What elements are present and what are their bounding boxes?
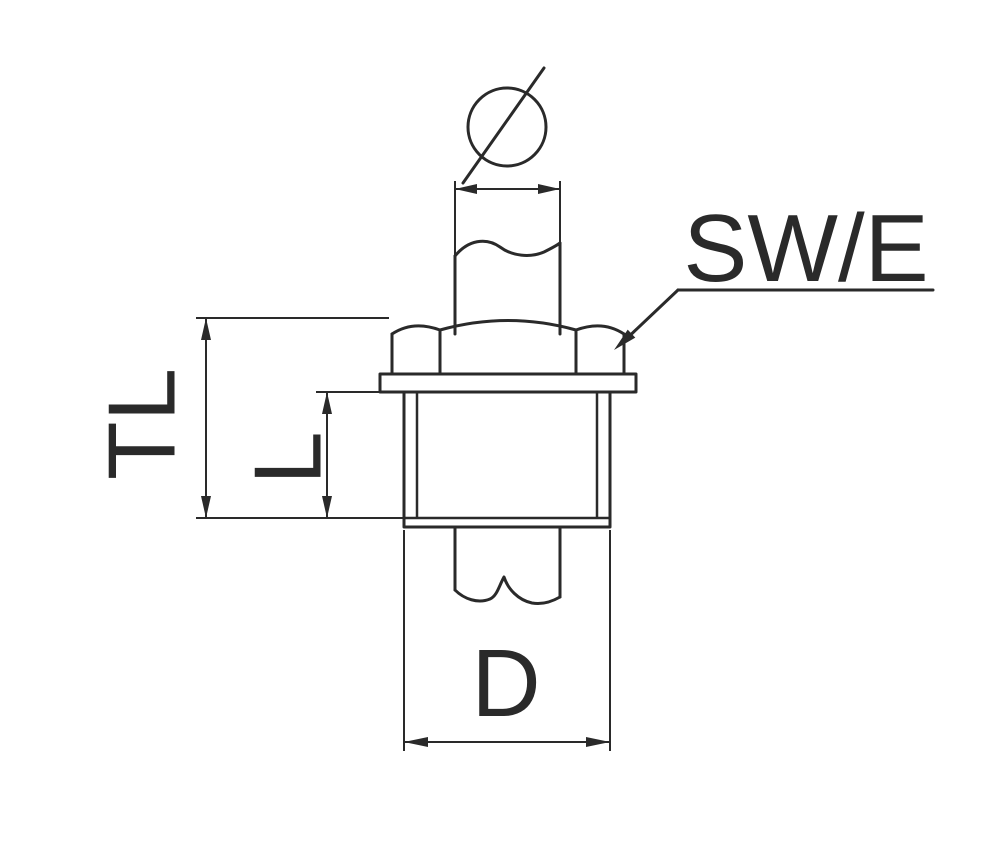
arrowhead-up bbox=[201, 318, 211, 340]
arrowhead-left bbox=[455, 184, 477, 194]
arrowhead-left bbox=[404, 737, 428, 747]
diameter-symbol-slash bbox=[461, 66, 546, 185]
d-dimension: D bbox=[403, 530, 611, 751]
swe-callout: SW/E bbox=[614, 195, 935, 350]
arrowhead-right bbox=[586, 737, 610, 747]
threaded-body bbox=[402, 390, 612, 529]
diameter-label: D bbox=[471, 630, 540, 737]
total-length-label: TL bbox=[89, 368, 196, 480]
diameter-symbol-circle bbox=[466, 86, 548, 168]
top-diameter-dimension bbox=[454, 181, 561, 256]
cable-break-line bbox=[453, 575, 562, 605]
arrowhead-right bbox=[538, 184, 560, 194]
tl-dimension: TL bbox=[89, 317, 404, 519]
threaded-body-outline bbox=[402, 390, 612, 529]
flange-washer bbox=[378, 372, 638, 394]
arrowhead-down bbox=[201, 496, 211, 518]
hex-nut bbox=[390, 319, 626, 376]
arrowhead-up bbox=[322, 392, 332, 414]
lower-cable bbox=[453, 525, 562, 605]
leader-arrowhead bbox=[614, 329, 636, 350]
wrench-size-label: SW/E bbox=[683, 195, 928, 302]
diameter-symbol: Ø bbox=[461, 66, 548, 185]
hex-nut-top-profile bbox=[390, 319, 626, 336]
cable-break-line bbox=[453, 239, 562, 258]
thread-length-label: L bbox=[235, 431, 342, 484]
l-dimension: L bbox=[235, 391, 402, 518]
arrowhead-down bbox=[322, 496, 332, 518]
upper-cable bbox=[453, 239, 562, 336]
